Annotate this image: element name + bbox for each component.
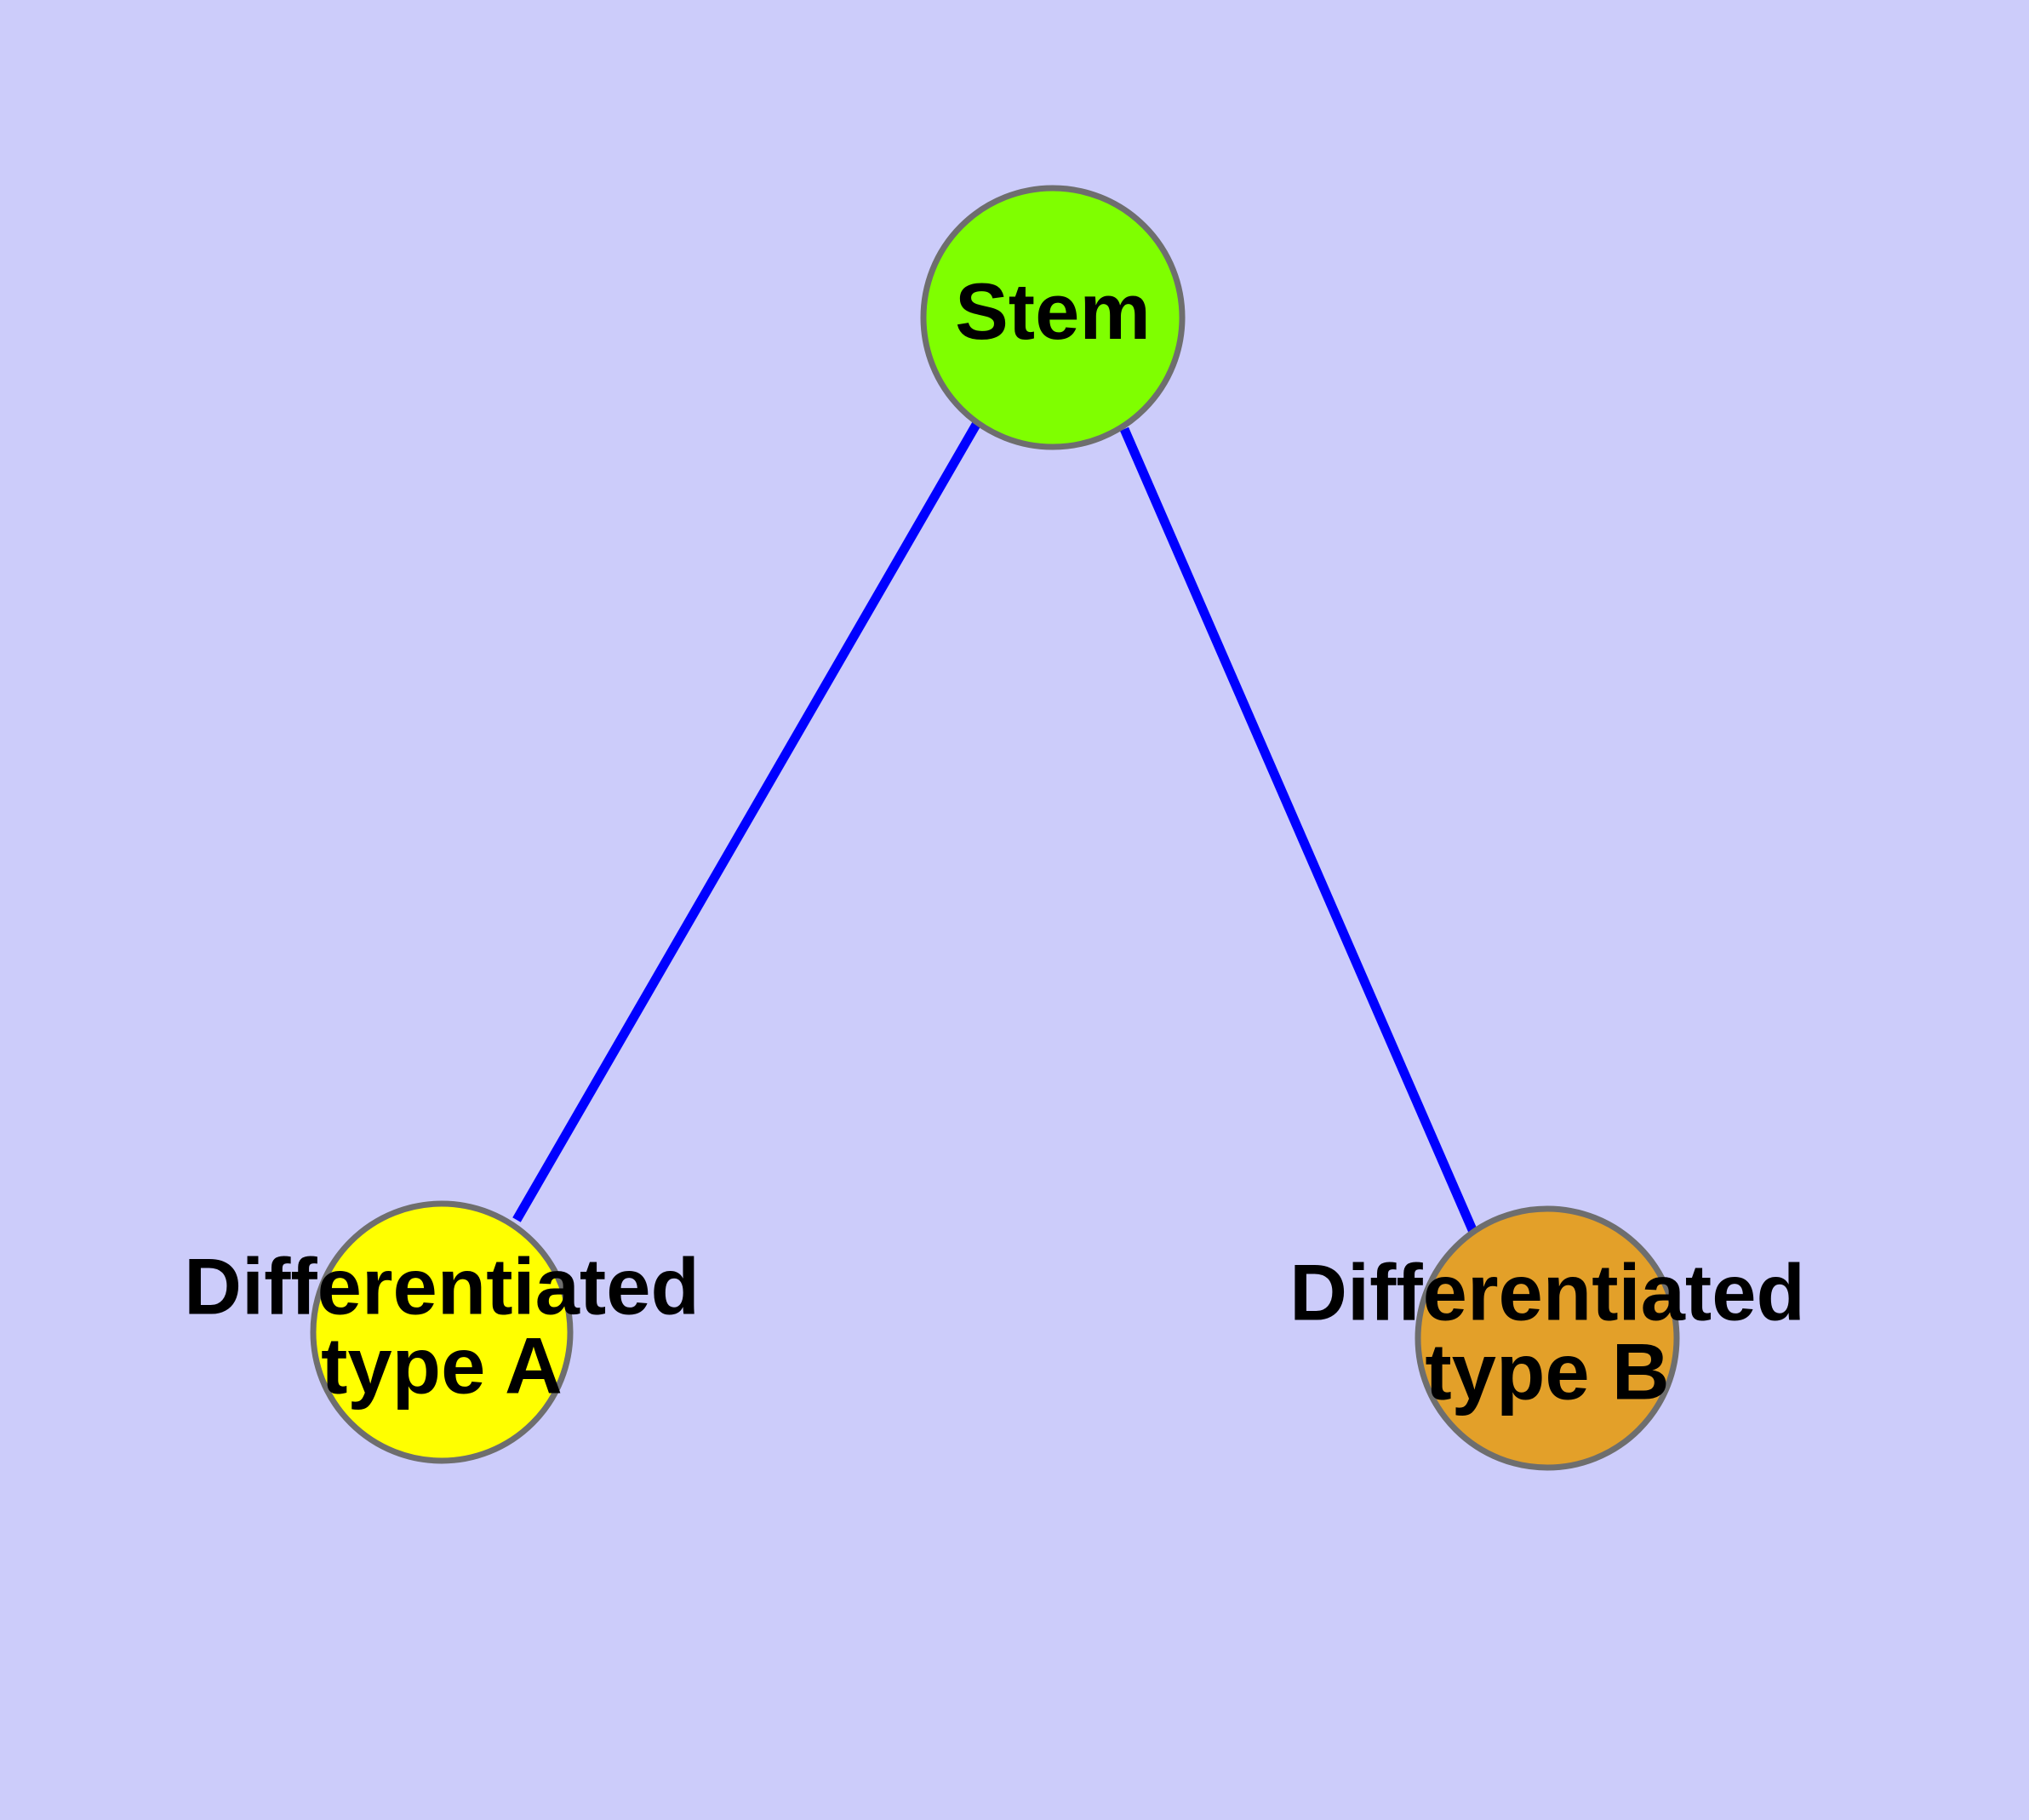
node-label-line: Differentiated [1289,1247,1805,1336]
node-diff_a[interactable] [310,1200,574,1464]
node-stem[interactable] [920,185,1186,450]
edge-stem-to-diff_a [512,421,981,1222]
node-label-line: type A [321,1320,563,1410]
node-label-line: Differentiated [184,1241,700,1331]
nodes-group [310,185,1680,1471]
node-label-line: type B [1425,1326,1669,1416]
node-diff_b[interactable] [1415,1205,1680,1471]
edge-stem-to-diff_b [1119,426,1478,1234]
edges-group [512,421,1478,1234]
node-label-line: Stem [955,266,1151,356]
node-label-stem: Stem [955,266,1151,356]
